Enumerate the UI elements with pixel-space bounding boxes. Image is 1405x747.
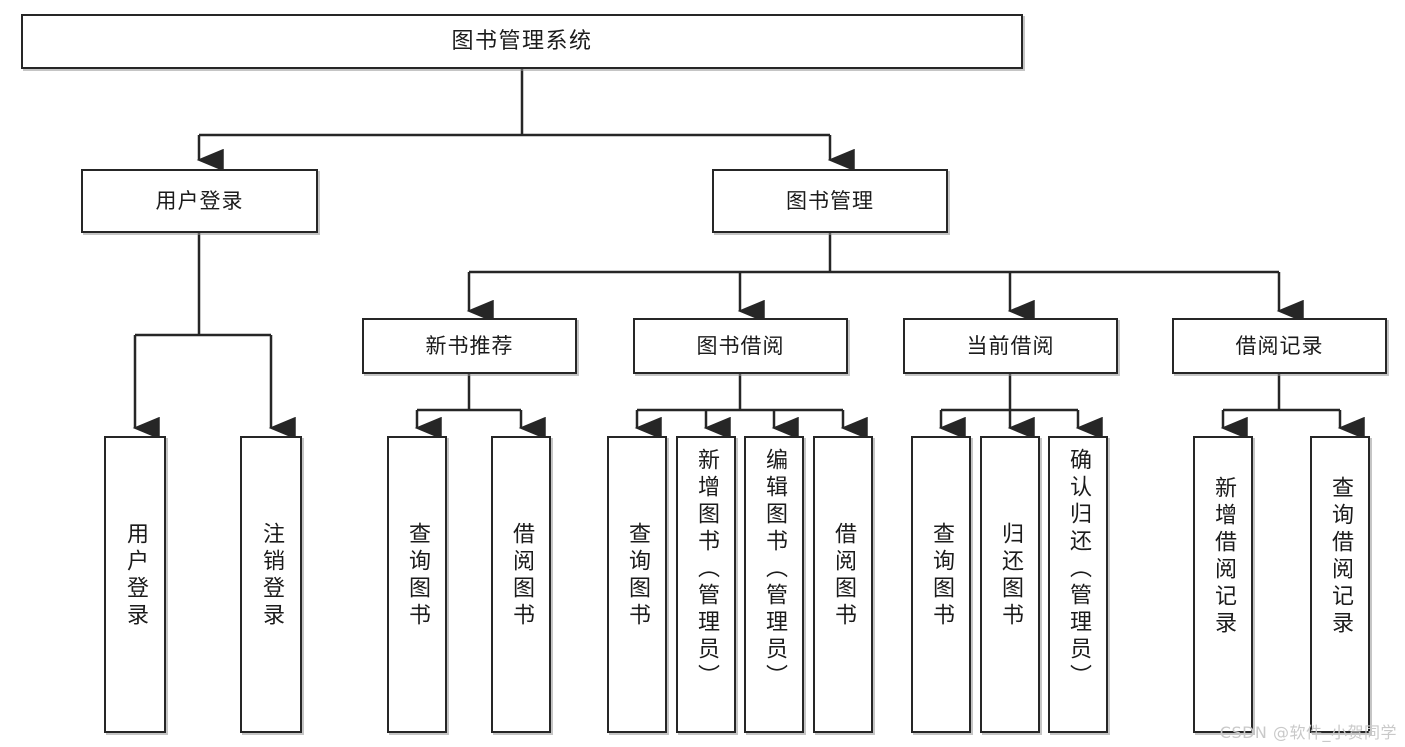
leaf-user-login-1-label: 用户登录	[123, 522, 148, 630]
leaf-borrow-records-1[interactable]: 新增借阅记录	[1193, 436, 1253, 733]
leaf-new-book-1-label: 查询图书	[405, 522, 430, 630]
leaf-user-login-2-label: 注销登录	[259, 522, 284, 630]
leaf-current-borrow-3-label: 确认归还（管理员）	[1066, 448, 1091, 691]
leaf-borrow-records-2[interactable]: 查询借阅记录	[1310, 436, 1370, 733]
node-new-book-recommend[interactable]: 新书推荐	[362, 318, 577, 374]
leaf-current-borrow-2[interactable]: 归还图书	[980, 436, 1040, 733]
leaf-book-borrow-2-label: 新增图书（管理员）	[694, 448, 719, 691]
node-new-book-recommend-label: 新书推荐	[425, 333, 514, 358]
leaf-user-login-2[interactable]: 注销登录	[240, 436, 302, 733]
node-book-manage-label: 图书管理	[786, 188, 874, 213]
leaf-book-borrow-2[interactable]: 新增图书（管理员）	[676, 436, 736, 733]
node-current-borrow[interactable]: 当前借阅	[903, 318, 1118, 374]
leaf-book-borrow-3-label: 编辑图书（管理员）	[762, 448, 787, 691]
node-borrow-records-label: 借阅记录	[1235, 333, 1324, 358]
leaf-book-borrow-3[interactable]: 编辑图书（管理员）	[744, 436, 804, 733]
node-current-borrow-label: 当前借阅	[966, 333, 1055, 358]
leaf-book-borrow-1[interactable]: 查询图书	[607, 436, 667, 733]
node-book-borrow[interactable]: 图书借阅	[633, 318, 848, 374]
leaf-new-book-2[interactable]: 借阅图书	[491, 436, 551, 733]
leaf-new-book-1[interactable]: 查询图书	[387, 436, 447, 733]
node-book-borrow-label: 图书借阅	[696, 333, 785, 358]
csdn-watermark: CSDN @软件_小贺同学	[1219, 723, 1397, 742]
leaf-new-book-2-label: 借阅图书	[509, 522, 534, 630]
leaf-current-borrow-1[interactable]: 查询图书	[911, 436, 971, 733]
leaf-book-borrow-4[interactable]: 借阅图书	[813, 436, 873, 733]
node-user-login-label: 用户登录	[155, 188, 244, 213]
node-root[interactable]: 图书管理系统	[21, 14, 1023, 69]
leaf-current-borrow-1-label: 查询图书	[929, 522, 954, 630]
leaf-user-login-1[interactable]: 用户登录	[104, 436, 166, 733]
leaf-book-borrow-1-label: 查询图书	[625, 522, 650, 630]
leaf-book-borrow-4-label: 借阅图书	[831, 522, 856, 630]
node-book-manage[interactable]: 图书管理	[712, 169, 948, 233]
node-root-label: 图书管理系统	[451, 28, 593, 54]
node-user-login[interactable]: 用户登录	[81, 169, 318, 233]
node-borrow-records[interactable]: 借阅记录	[1172, 318, 1387, 374]
leaf-borrow-records-1-label: 新增借阅记录	[1211, 476, 1236, 638]
leaf-borrow-records-2-label: 查询借阅记录	[1328, 476, 1353, 638]
leaf-current-borrow-2-label: 归还图书	[998, 522, 1023, 630]
leaf-current-borrow-3[interactable]: 确认归还（管理员）	[1048, 436, 1108, 733]
